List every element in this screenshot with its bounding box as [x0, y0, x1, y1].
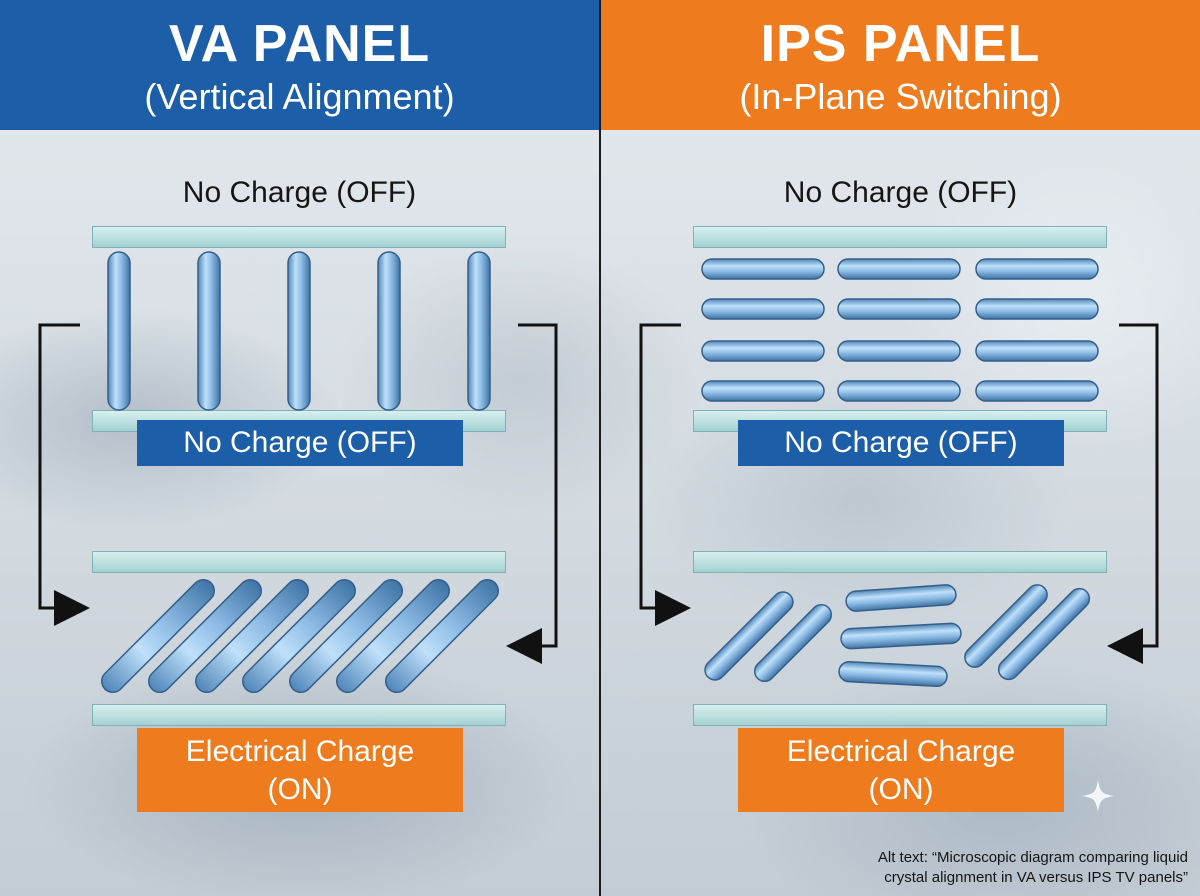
- ips-rotated-crystals: [704, 584, 1091, 688]
- ips-crystal-on: [704, 591, 794, 681]
- sparkle-icon: [1082, 780, 1114, 812]
- va-tilted-crystals: [100, 578, 500, 694]
- ips-crystal-off: [837, 258, 961, 280]
- ips-on-label-box: Electrical Charge (ON): [738, 728, 1064, 812]
- ips-subtitle: (In-Plane Switching): [739, 76, 1062, 117]
- ips-crystal-on: [845, 584, 957, 612]
- ips-crystal-off: [975, 298, 1099, 320]
- va-crystal-on: [194, 578, 310, 694]
- va-crystal-off: [197, 251, 221, 411]
- ips-top-glass-plate-on: [693, 551, 1107, 573]
- va-header: VA PANEL (Vertical Alignment): [0, 0, 599, 130]
- ips-crystal-off: [975, 380, 1099, 402]
- va-on-label-line2: (ON): [267, 773, 333, 806]
- va-right-arrow: [506, 323, 558, 664]
- ips-horizontal-crystals: [701, 258, 1099, 402]
- va-top-glass-plate-on: [92, 551, 506, 573]
- ips-top-glass-plate-off: [693, 226, 1107, 248]
- ips-on-label-line2: (ON): [868, 773, 934, 806]
- ips-crystal-on: [964, 584, 1048, 668]
- va-crystal-diagram: [38, 251, 558, 694]
- ips-crystal-off: [837, 340, 961, 362]
- ips-crystal-on: [838, 660, 948, 688]
- ips-crystal-diagram: [639, 258, 1159, 688]
- va-crystal-on: [100, 578, 216, 694]
- ips-crystal-off: [975, 258, 1099, 280]
- va-crystal-on: [241, 578, 357, 694]
- va-crystal-off: [107, 251, 131, 411]
- ips-crystal-off: [701, 380, 825, 402]
- alt-text-caption: Alt text: “Microscopic diagram comparing…: [878, 848, 1188, 888]
- va-panel-section: VA PANEL (Vertical Alignment) No Charge …: [0, 0, 599, 896]
- va-crystal-on: [384, 578, 500, 694]
- ips-crystal-on: [840, 622, 962, 650]
- ips-right-arrow: [1107, 323, 1159, 664]
- va-bottom-glass-plate-on: [92, 704, 506, 726]
- va-vertical-crystals: [107, 251, 491, 411]
- va-crystal-off: [377, 251, 401, 411]
- alt-text-line2: crystal alignment in VA versus IPS TV pa…: [884, 869, 1188, 886]
- va-title: VA PANEL: [168, 15, 431, 73]
- alt-text-line1: Alt text: “Microscopic diagram comparing…: [877, 849, 1188, 866]
- ips-crystal-off: [701, 340, 825, 362]
- ips-header: IPS PANEL (In-Plane Switching): [601, 0, 1200, 130]
- ips-crystal-off: [701, 258, 825, 280]
- ips-off-label-box: No Charge (OFF): [738, 420, 1064, 466]
- ips-on-label-line1: Electrical Charge: [786, 735, 1016, 768]
- va-crystal-off: [287, 251, 311, 411]
- va-crystal-on: [288, 578, 404, 694]
- va-top-glass-plate-off: [92, 226, 506, 248]
- va-crystal-on: [147, 578, 263, 694]
- panel-divider: [599, 0, 601, 896]
- va-crystal-off: [467, 251, 491, 411]
- va-subtitle: (Vertical Alignment): [144, 76, 455, 117]
- va-off-label: No Charge (OFF): [182, 176, 417, 209]
- ips-panel-section: IPS PANEL (In-Plane Switching) No Charge…: [601, 0, 1200, 896]
- ips-title: IPS PANEL: [760, 15, 1041, 73]
- va-on-label-box: Electrical Charge (ON): [137, 728, 463, 812]
- va-left-arrow: [38, 323, 90, 626]
- ips-left-arrow: [639, 323, 691, 626]
- ips-crystal-off: [837, 298, 961, 320]
- ips-bottom-glass-plate-on: [693, 704, 1107, 726]
- ips-crystal-off: [701, 298, 825, 320]
- ips-crystal-off: [975, 340, 1099, 362]
- ips-off-label: No Charge (OFF): [783, 176, 1018, 209]
- ips-crystal-off: [837, 380, 961, 402]
- va-off-label-box: No Charge (OFF): [137, 420, 463, 466]
- va-on-label-line1: Electrical Charge: [185, 735, 415, 768]
